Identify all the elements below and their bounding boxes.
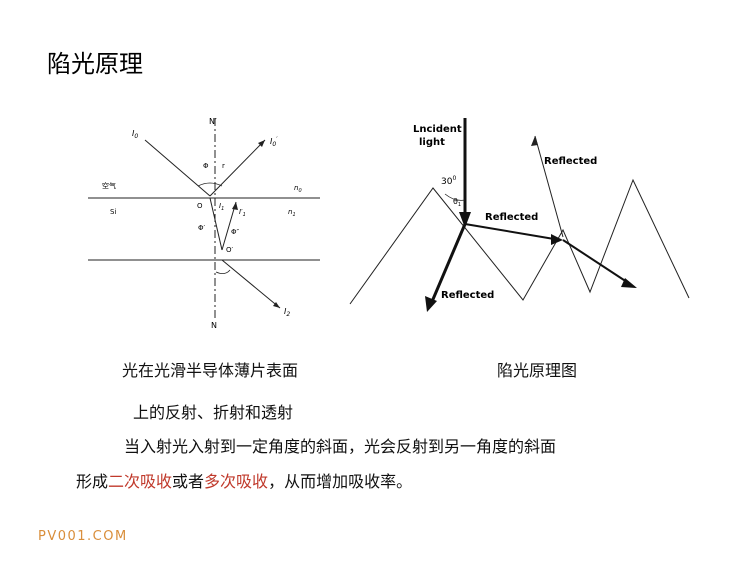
label-theta: θ1 bbox=[453, 197, 461, 208]
label-reflected-middle: Reflected bbox=[485, 212, 538, 223]
body-text-segment: ，从而增加吸收率。 bbox=[268, 472, 413, 491]
label-reflected-top: Reflected bbox=[544, 156, 597, 167]
light-trapping-diagram: Lncident light 300 θ1 Reflected Reflecte… bbox=[349, 118, 690, 312]
label-normal-bottom: N bbox=[211, 321, 217, 330]
incident-ray bbox=[144, 139, 211, 197]
caption-left-line2: 上的反射、折射和透射 bbox=[133, 403, 294, 422]
label-n1: n1 bbox=[288, 208, 296, 218]
angle-arc-bottom bbox=[215, 269, 231, 274]
reflected-right-arrowhead bbox=[551, 234, 563, 245]
label-reflected: I0′ bbox=[270, 136, 278, 148]
reflected-right-ray bbox=[464, 223, 561, 241]
transmitted-ray bbox=[221, 259, 281, 309]
label-i2: I2 bbox=[284, 307, 290, 318]
label-incident: I0 bbox=[132, 129, 138, 140]
reflected-up-ray bbox=[534, 135, 564, 238]
reflected-arrowhead bbox=[258, 140, 265, 147]
label-phi: Φ bbox=[203, 162, 209, 170]
label-i1-prime: I′1 bbox=[239, 208, 246, 218]
internal-reflected-ray bbox=[221, 201, 237, 251]
label-reflected-bottom: Reflected bbox=[441, 290, 494, 301]
body-text-segment: 形成 bbox=[76, 472, 109, 491]
label-incident-light-1: Lncident bbox=[413, 124, 462, 135]
label-angle: 300 bbox=[441, 175, 456, 187]
caption-right: 陷光原理图 bbox=[497, 361, 578, 380]
highlight-secondary-absorption: 二次吸收 bbox=[108, 472, 173, 491]
refracted-ray bbox=[209, 197, 223, 251]
angle-arc bbox=[444, 193, 466, 201]
label-incident-light-2: light bbox=[419, 137, 445, 148]
incident-arrowhead bbox=[459, 212, 471, 228]
label-o-prime: O′ bbox=[226, 246, 234, 254]
reflected-down-left-arrowhead bbox=[425, 296, 437, 312]
watermark: PV001.COM bbox=[38, 529, 128, 544]
label-phi-prime: Φ′ bbox=[198, 224, 206, 232]
reflected-up-arrowhead bbox=[531, 136, 538, 146]
label-o: O bbox=[197, 202, 203, 210]
label-normal-top: N′ bbox=[209, 117, 217, 126]
textured-surface bbox=[349, 178, 690, 305]
internal-arrowhead bbox=[232, 202, 238, 210]
reflected-down-right-arrowhead bbox=[621, 278, 637, 288]
label-si: Si bbox=[110, 208, 116, 216]
body-paragraph-line1: 当入射光入射到一定角度的斜面，光会反射到另一角度的斜面 bbox=[124, 437, 557, 456]
label-n0: n0 bbox=[294, 184, 302, 194]
label-r: r bbox=[222, 162, 225, 170]
reflected-ray bbox=[209, 139, 266, 197]
transmitted-arrowhead bbox=[273, 302, 280, 308]
highlight-multiple-absorption: 多次吸收 bbox=[204, 472, 269, 491]
label-i1: I1 bbox=[219, 202, 224, 212]
reflection-refraction-diagram: N′ N I0 I0′ Φ r 空气 n0 Si n1 O I1 I′1 Φ′ … bbox=[88, 117, 320, 330]
page-title: 陷光原理 bbox=[47, 50, 143, 78]
angle-arc-incident bbox=[197, 182, 223, 187]
reflected-down-right-ray bbox=[562, 239, 631, 285]
body-text-segment: 或者 bbox=[172, 472, 205, 491]
label-phi-dprime: Φ″ bbox=[231, 228, 240, 236]
body-paragraph-line2: 形成二次吸收或者多次吸收，从而增加吸收率。 bbox=[76, 468, 412, 492]
label-air: 空气 bbox=[102, 181, 116, 190]
caption-left-line1: 光在光滑半导体薄片表面 bbox=[122, 361, 299, 380]
reflected-down-left-ray bbox=[429, 223, 467, 305]
